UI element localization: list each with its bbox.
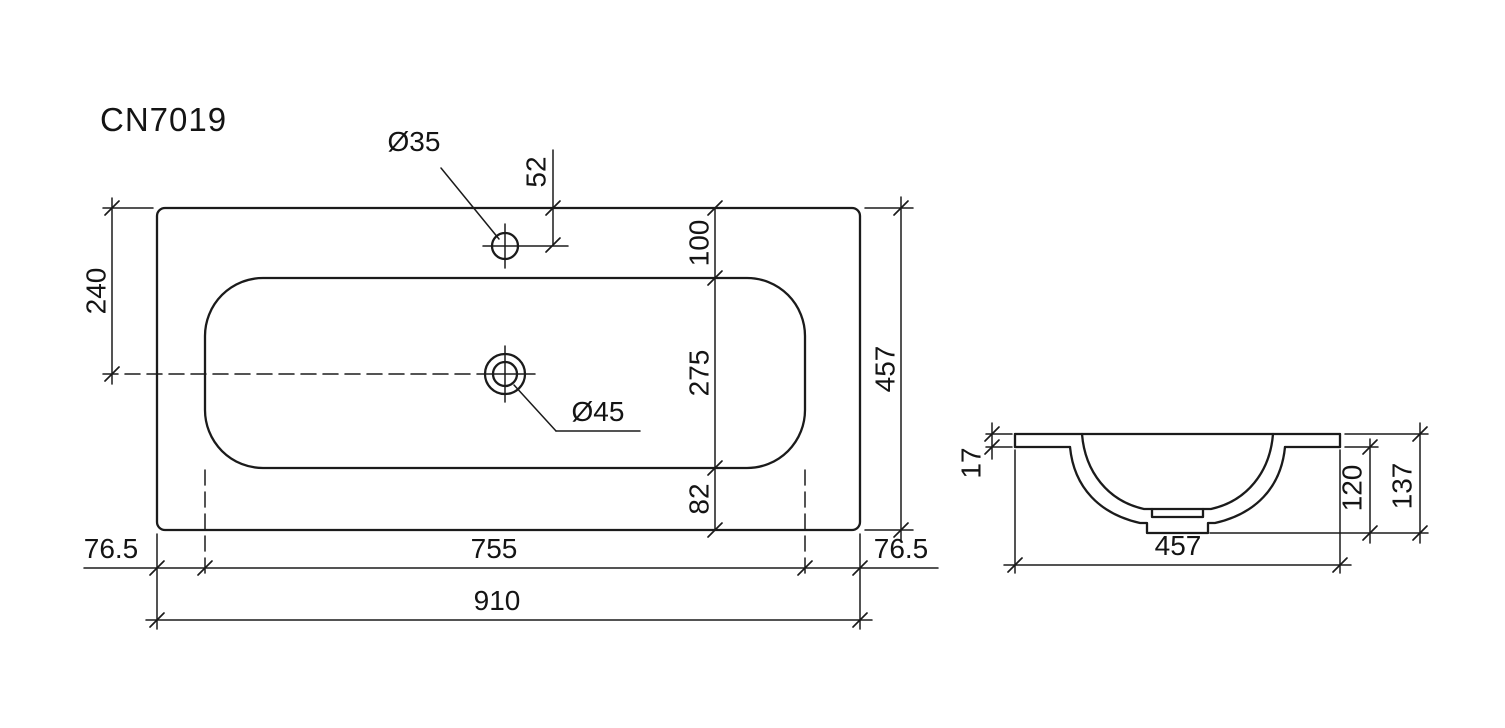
bowl-outer-profile	[1068, 445, 1287, 535]
dim-52-label: 52	[521, 156, 552, 187]
section-view	[1013, 432, 1342, 535]
drain-hole-label: Ø45	[572, 396, 625, 427]
dim-17-group: 17	[956, 422, 1013, 479]
dim-457-label: 457	[870, 346, 901, 393]
dim-total-width-label: 910	[474, 585, 521, 616]
dim-910-group: 910	[145, 585, 873, 628]
dim-137-group: 137	[1344, 422, 1429, 544]
section-dimensions: 17 120 137 457	[956, 422, 1429, 574]
faucet-hole-label: Ø35	[388, 126, 441, 157]
drawing-title: CN7019	[100, 101, 227, 138]
dim-section-457-group: 457	[1003, 449, 1352, 574]
dim-137-label: 137	[1387, 463, 1418, 510]
dim-bottom-row1-group: 76.5 755 76.5	[83, 533, 939, 630]
dim-margin-left-label: 76.5	[84, 533, 139, 564]
dim-52-group: 52	[521, 149, 561, 253]
dim-section-width-label: 457	[1155, 530, 1202, 561]
dim-275-label: 275	[684, 350, 715, 397]
basin-outline	[203, 276, 807, 470]
faucet-hole-callout: Ø35	[388, 126, 500, 240]
dim-240-group: 240	[81, 197, 154, 385]
plan-view	[102, 206, 862, 577]
plan-dimensions: 240 52 Ø35 Ø45 100 275	[81, 126, 939, 630]
dim-120-group: 120	[1337, 438, 1379, 544]
faucet-hole	[482, 223, 569, 269]
countertop-outline	[155, 206, 862, 532]
dim-120-label: 120	[1337, 465, 1368, 512]
dim-100-label: 100	[684, 220, 715, 267]
bowl-inner-profile	[1080, 432, 1275, 511]
dim-17-label: 17	[956, 447, 987, 478]
dim-inner-width-label: 755	[471, 533, 518, 564]
drain-hole-callout: Ø45	[513, 384, 641, 432]
drain-hole	[476, 345, 536, 403]
dim-82-label: 82	[684, 483, 715, 514]
dim-margin-right-label: 76.5	[874, 533, 929, 564]
dim-240-label: 240	[81, 268, 112, 315]
dim-457-group: 457	[864, 196, 914, 542]
drain-recess-profile	[1150, 507, 1205, 519]
dim-chain-group: 100 275 82	[684, 200, 723, 538]
